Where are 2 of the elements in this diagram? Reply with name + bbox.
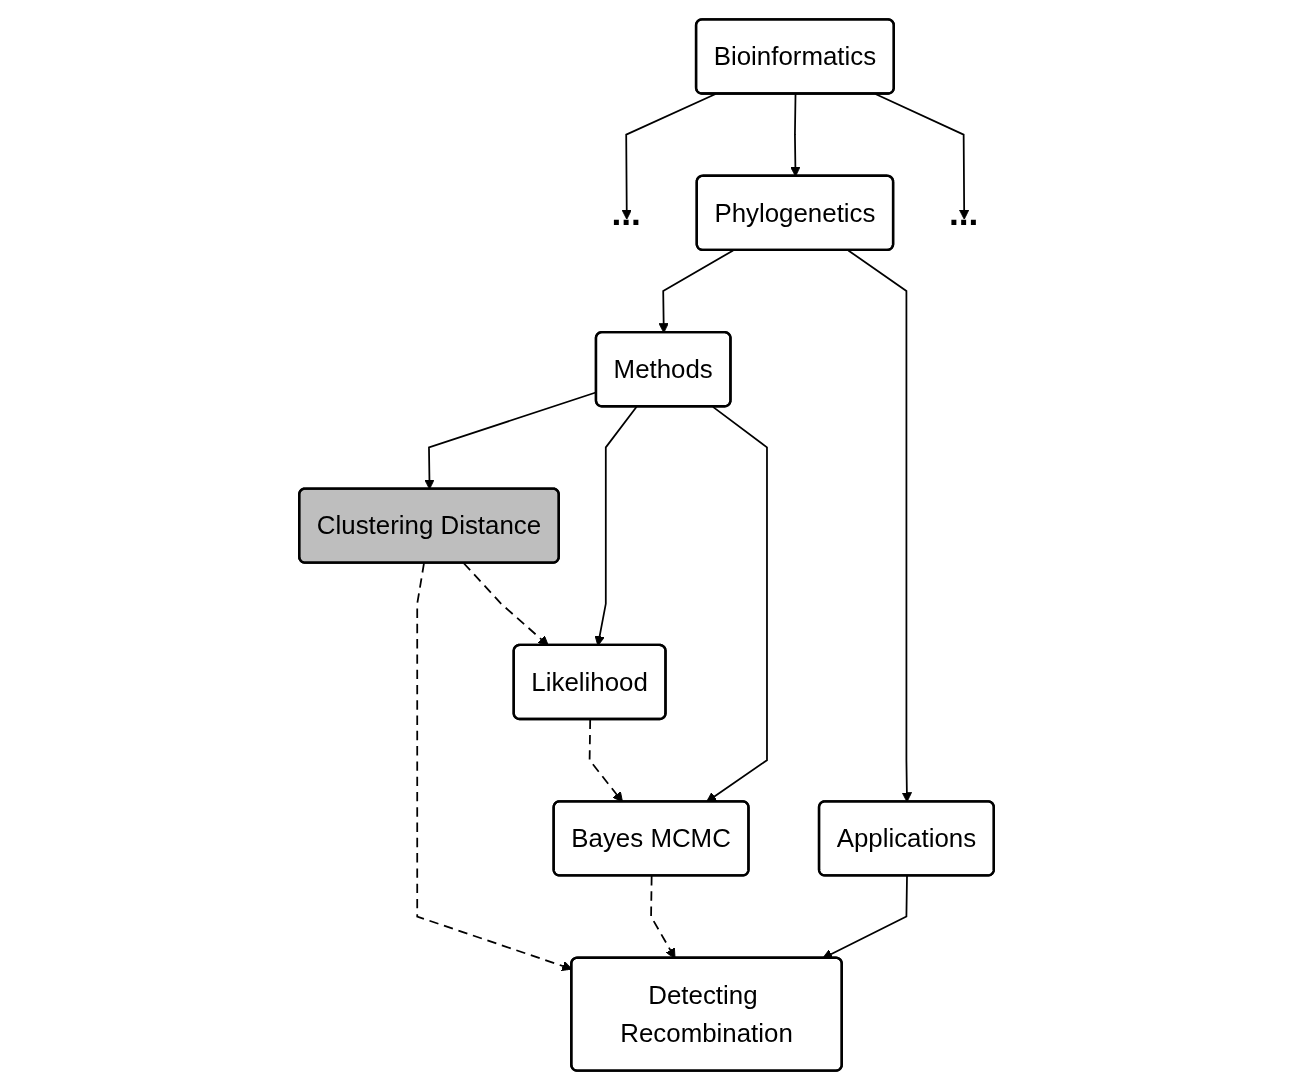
node-text: ... (948, 193, 979, 233)
node-text: ... (611, 193, 641, 233)
